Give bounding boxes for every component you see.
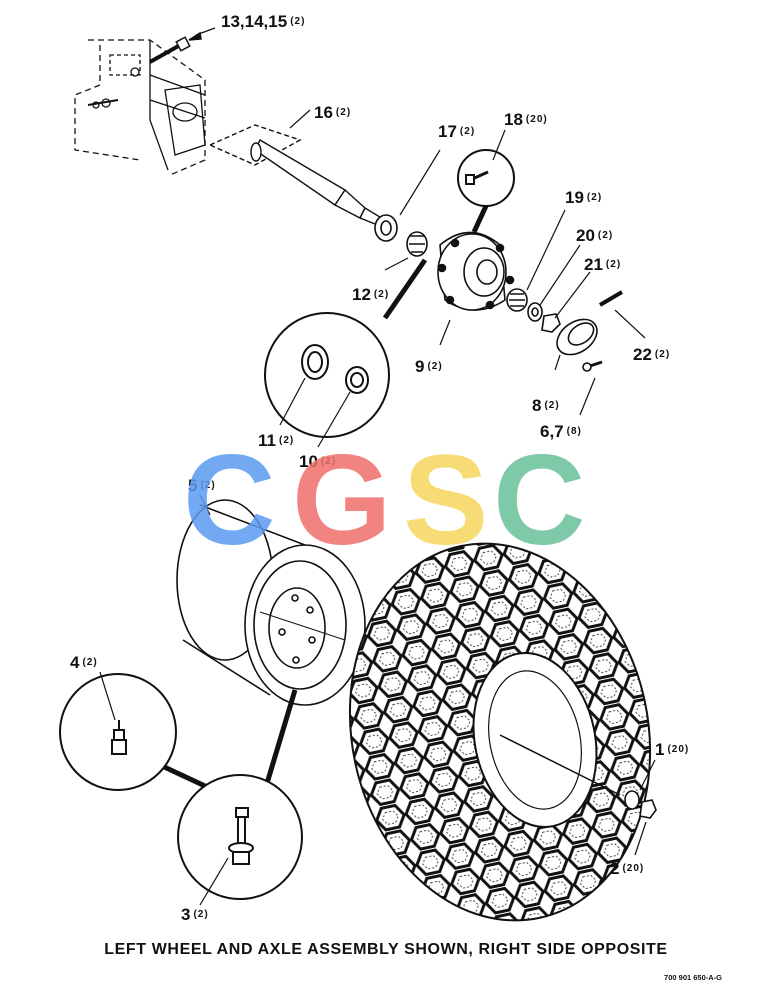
callout-4: 4(2) <box>70 653 98 672</box>
callout-8: 8(2) <box>532 396 560 415</box>
callout-3: 3(2) <box>181 905 209 924</box>
bearing-cone-12 <box>384 231 428 271</box>
tire <box>348 542 652 922</box>
drawing-number: 700 901 650-A-G <box>664 973 722 982</box>
watermark-letter-3: S <box>403 429 488 572</box>
callout-20: 20(2) <box>576 226 613 245</box>
bolt-13-14-15 <box>149 27 216 64</box>
washer-20 <box>527 244 581 322</box>
callout-17: 17(2) <box>438 122 475 141</box>
callout-11: 11(2) <box>258 431 294 450</box>
valve-cap-detail-4 <box>59 671 237 803</box>
callout-22: 22(2) <box>633 345 670 364</box>
bearing-cup-detail <box>264 258 428 448</box>
wheel-rim-5 <box>176 494 366 706</box>
bearing-cone-19 <box>506 209 566 312</box>
callout-labels: 13,14,15(2) 16(2) 17(2) 18(20) 19(2) 20(… <box>70 12 689 924</box>
hub-9 <box>437 231 515 346</box>
callout-21: 21(2) <box>584 255 621 274</box>
callout-18: 18(20) <box>504 110 548 129</box>
spindle-16 <box>208 109 389 229</box>
callout-6-7: 6,7(8) <box>540 422 582 441</box>
callout-10: 10(2) <box>299 452 336 471</box>
bolt-6-7 <box>579 360 603 416</box>
hub-cap-8 <box>554 318 598 371</box>
watermark-letter-1: C <box>183 429 275 572</box>
callout-13-14-15: 13,14,15(2) <box>221 12 305 31</box>
valve-stem-detail-3 <box>177 689 303 906</box>
callout-9: 9(2) <box>415 357 443 376</box>
nut-21 <box>541 271 591 333</box>
stud-detail-18 <box>457 129 515 234</box>
callout-2: 2(20) <box>610 859 644 878</box>
diagram-caption: LEFT WHEEL AND AXLE ASSEMBLY SHOWN, RIGH… <box>104 941 668 958</box>
watermark-logo: C G S C <box>183 429 585 572</box>
callout-16: 16(2) <box>314 103 351 122</box>
callout-19: 19(2) <box>565 188 602 207</box>
cotter-pin-22 <box>598 290 646 339</box>
lug-washer-1 <box>624 759 656 810</box>
watermark-letter-4: C <box>493 429 585 572</box>
frame-bracket <box>74 39 206 176</box>
callout-5: 5(2) <box>188 476 216 495</box>
callout-1: 1(20) <box>655 740 689 759</box>
seal-17 <box>374 149 441 242</box>
lug-nut-2 <box>634 799 657 856</box>
watermark-letter-2: G <box>292 429 392 572</box>
callout-12: 12(2) <box>352 285 389 304</box>
